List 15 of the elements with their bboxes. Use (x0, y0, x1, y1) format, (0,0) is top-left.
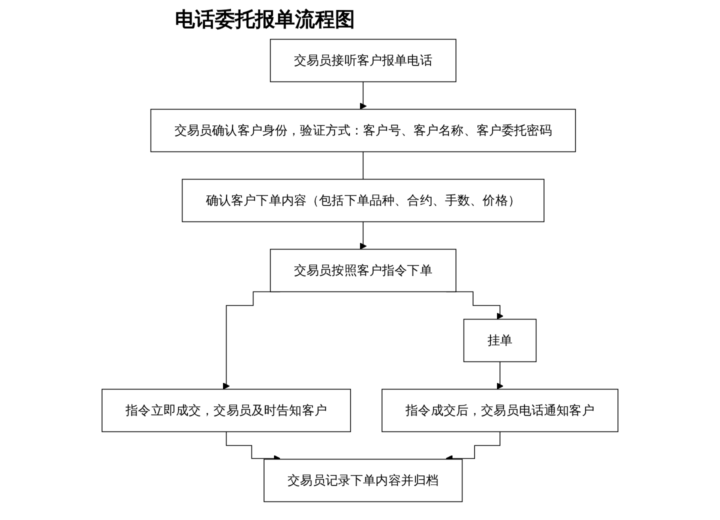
node-box: 交易员接听客户报单电话 (270, 38, 456, 82)
node-box: 交易员按照客户指令下单 (270, 248, 456, 292)
diagram-title: 电话委托报单流程图 (174, 6, 355, 33)
node-box: 交易员记录下单内容并归档 (264, 458, 463, 502)
node-box: 确认客户下单内容（包括下单品种、合约、手数、价格） (182, 178, 544, 222)
arrow (446, 431, 500, 462)
arrow (360, 81, 367, 110)
arrow (360, 221, 367, 250)
node-box: 交易员确认客户身份，验证方式：客户号、客户名称、客户委托密码 (150, 108, 576, 152)
arrow (226, 431, 281, 462)
arrow (496, 361, 504, 390)
node-box: 指令立即成交，交易员及时告知客户 (102, 388, 351, 432)
node-box: 挂单 (463, 318, 537, 362)
connector (362, 151, 364, 180)
node-box: 指令成交后，交易员电话通知客户 (382, 388, 618, 432)
